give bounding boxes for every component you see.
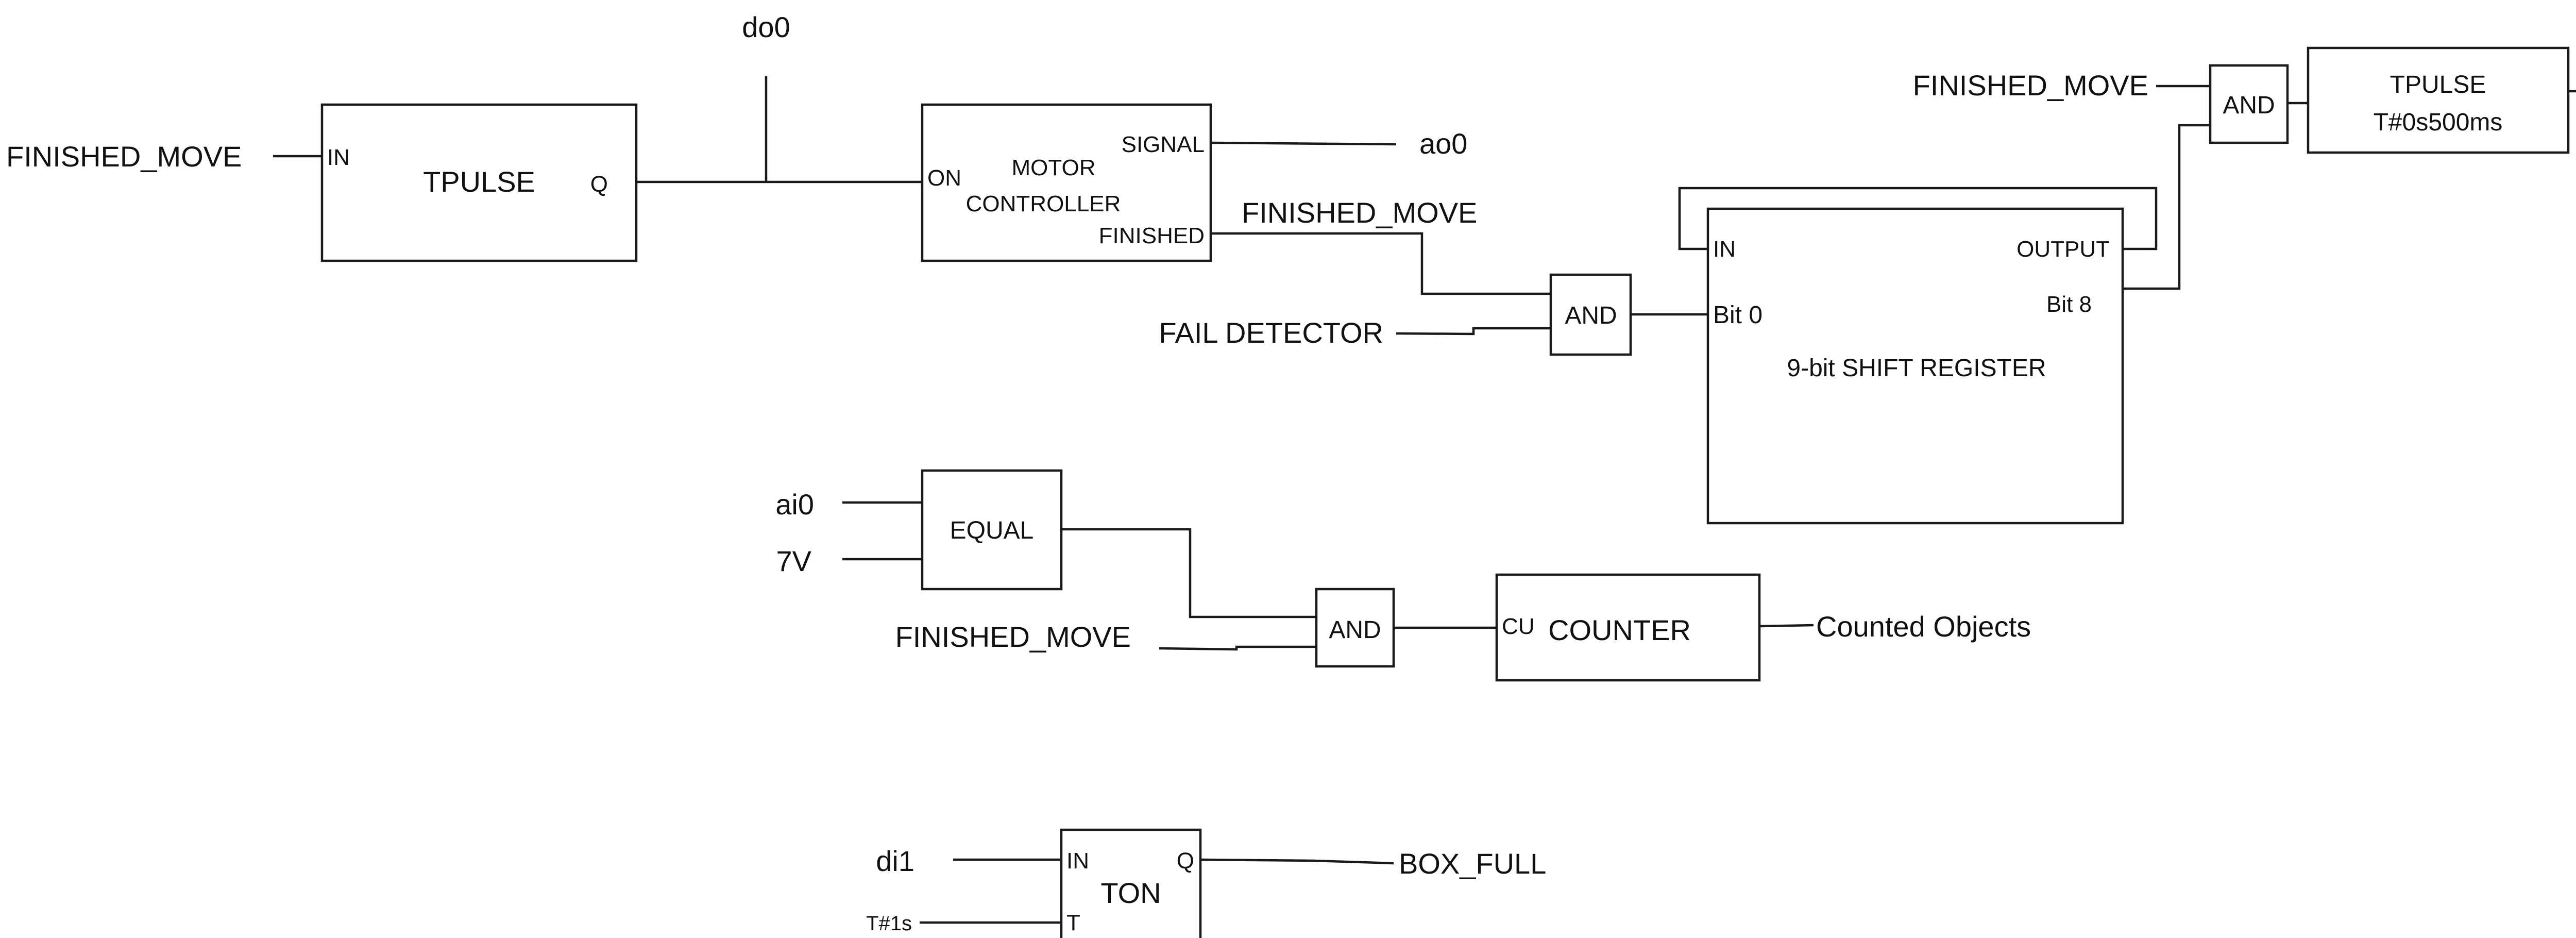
and-block-fail: AND <box>1549 273 1632 356</box>
tpulse-block-1-pin-q: Q <box>590 172 608 197</box>
ton-block-title: TON <box>1100 877 1161 909</box>
tpulse-block-2-body <box>2307 46 2570 154</box>
motor-controller-body <box>921 103 1212 262</box>
shift-register-pin-in: IN <box>1713 237 1736 262</box>
wire-finished-to-and <box>1211 232 1551 295</box>
signal-7v: 7V <box>776 545 812 577</box>
wire-ton-to-box-full <box>1200 858 1394 865</box>
and-block-out: AND <box>2209 64 2289 144</box>
shift-register-block: IN OUTPUT Bit 0 Bit 8 9-bit SHIFT REGIST… <box>1706 207 2124 525</box>
motor-controller-label-line1: MOTOR <box>1012 155 1096 180</box>
equal-block-body <box>921 469 1063 591</box>
motor-controller-pin-on: ON <box>927 165 961 191</box>
signal-finished-move-1: FINISHED_MOVE <box>6 140 242 173</box>
tpulse-block-2-title: TPULSE <box>2390 71 2486 98</box>
counter-block-pin-cu: CU <box>1502 614 1535 639</box>
tpulse-block-1-body <box>320 103 638 262</box>
and-block-out-body <box>2209 64 2289 144</box>
tpulse-block-2-preset: T#0s500ms <box>2374 109 2503 136</box>
signal-do0: do0 <box>742 11 790 43</box>
tpulse-block-1-title: TPULSE <box>423 165 535 198</box>
ton-block-pin-in: IN <box>1066 848 1089 874</box>
motor-controller-pin-finished: FINISHED <box>1099 223 1205 248</box>
and-block-count-title: AND <box>1329 616 1381 644</box>
ton-block-pin-q: Q <box>1177 848 1194 874</box>
wire-equal-to-and <box>1061 528 1316 618</box>
ton-block: IN Q TON T <box>1060 828 1202 938</box>
wire-signal-to-ao0 <box>1210 141 1397 146</box>
wire-finished-move-to-and-counter <box>1159 645 1316 651</box>
and-block-fail-title: AND <box>1565 302 1617 329</box>
shift-register-pin-bit0: Bit 0 <box>1713 301 1762 329</box>
signal-t1s: T#1s <box>866 912 912 935</box>
signal-box-full: BOX_FULL <box>1399 847 1546 880</box>
wire-shift-feedback-loop <box>1678 187 2158 250</box>
shift-register-title: 9-bit SHIFT REGISTER <box>1787 355 2046 382</box>
counter-block-title: COUNTER <box>1548 614 1691 646</box>
ton-block-frame <box>1060 828 1202 938</box>
equal-block: EQUAL <box>921 469 1063 591</box>
motor-controller-label-line2: CONTROLLER <box>966 191 1121 216</box>
signal-finished-move-4: FINISHED_MOVE <box>895 621 1131 653</box>
signal-finished-move-2: FINISHED_MOVE <box>1242 196 1477 229</box>
motor-controller-block: ON MOTOR CONTROLLER SIGNAL FINISHED <box>921 103 1212 262</box>
wire-bit8-to-and <box>2123 124 2210 290</box>
ton-block-pin-t: T <box>1066 910 1080 935</box>
and-block-out-title: AND <box>2223 92 2275 119</box>
and-block-fail-body <box>1549 273 1632 356</box>
counter-block-body <box>1495 573 1761 682</box>
signal-fail-detector: FAIL DETECTOR <box>1159 316 1383 349</box>
and-block-count-body <box>1315 588 1395 668</box>
tpulse-block-1-pin-in: IN <box>327 145 350 170</box>
signal-counted-objects: Counted Objects <box>1816 610 2031 643</box>
signal-ai0: ai0 <box>775 488 814 521</box>
and-block-count: AND <box>1315 588 1395 668</box>
wire-counter-to-output <box>1759 624 1814 628</box>
shift-register-pin-bit8: Bit 8 <box>2046 292 2092 317</box>
counter-block: CU COUNTER <box>1495 573 1761 682</box>
tpulse-block-2: TPULSE T#0s500ms <box>2307 46 2570 154</box>
signal-finished-move-3: FINISHED_MOVE <box>1913 69 2148 102</box>
equal-block-title: EQUAL <box>950 517 1034 544</box>
tpulse-block-1: TPULSE IN Q <box>320 103 638 262</box>
shift-register-body <box>1706 207 2124 525</box>
motor-controller-pin-signal: SIGNAL <box>1122 132 1205 157</box>
shift-register-pin-output: OUTPUT <box>2016 237 2110 262</box>
wires <box>273 76 2576 924</box>
signal-di1: di1 <box>876 845 914 877</box>
signal-ao0: ao0 <box>1419 127 1467 160</box>
wire-fail-detector-to-and <box>1396 327 1551 336</box>
signal-labels: FINISHED_MOVE do0 ao0 FINISHED_MOVE FAIL… <box>6 11 2148 935</box>
